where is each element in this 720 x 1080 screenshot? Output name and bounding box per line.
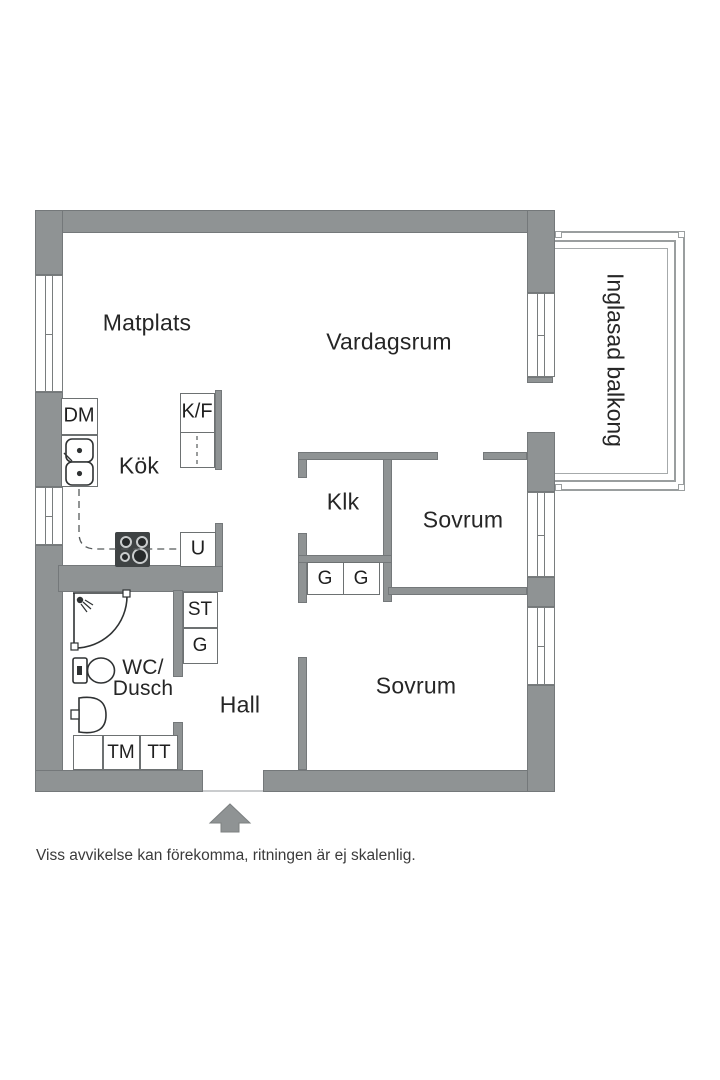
room-label-balkong: Inglasad balkong bbox=[602, 273, 629, 447]
balcony-corner-post bbox=[555, 484, 562, 491]
wall-hall-sovrum bbox=[298, 657, 307, 770]
label-st: ST bbox=[187, 599, 213, 620]
window-tick bbox=[537, 646, 544, 647]
burner bbox=[120, 536, 132, 548]
window-sovrum1 bbox=[527, 492, 555, 577]
label-g1: G bbox=[317, 568, 333, 589]
closet-g-hall-box bbox=[183, 628, 218, 664]
closet-g2-box bbox=[343, 562, 380, 595]
wall-bath-right-a bbox=[173, 590, 183, 677]
wall-klk-left-b bbox=[298, 533, 307, 603]
burner bbox=[136, 536, 148, 548]
window-tick bbox=[537, 534, 544, 536]
balcony-corner-post bbox=[678, 231, 685, 238]
room-label-hall: Hall bbox=[219, 691, 261, 718]
wall-left-2 bbox=[35, 392, 63, 487]
room-label-sovrum2: Sovrum bbox=[375, 672, 457, 699]
window-matplats bbox=[35, 275, 63, 392]
window-sovrum2 bbox=[527, 607, 555, 685]
wc-line2: Dusch bbox=[112, 677, 174, 700]
wall-right-1 bbox=[527, 210, 555, 293]
bath-counter-box bbox=[73, 735, 103, 770]
wall-right-2 bbox=[527, 432, 555, 492]
label-u: U bbox=[190, 537, 206, 560]
balcony-outer-frame bbox=[555, 231, 685, 491]
washer-box bbox=[103, 735, 140, 770]
entrance-arrow bbox=[208, 803, 252, 833]
closet-g1-box bbox=[307, 562, 344, 595]
label-tm: TM bbox=[107, 742, 135, 763]
disclaimer-text: Viss avvikelse kan förekomma, ritningen … bbox=[36, 847, 416, 864]
wall-klk-left-a bbox=[298, 452, 307, 478]
wall-left-1 bbox=[35, 210, 63, 275]
window-kok bbox=[35, 487, 63, 545]
wall-bottom-right bbox=[263, 770, 555, 792]
wall-bottom-left bbox=[35, 770, 203, 792]
balcony-corner-post bbox=[678, 484, 685, 491]
label-tt: TT bbox=[147, 742, 171, 763]
bathroom-sink-icon bbox=[70, 696, 107, 734]
wall-stub-u bbox=[215, 523, 223, 567]
label-g2: G bbox=[353, 568, 369, 589]
window-tick bbox=[45, 516, 52, 517]
wall-right-3 bbox=[527, 577, 555, 607]
wall-stub-kf bbox=[215, 390, 222, 470]
wall-kitchen-bath bbox=[58, 565, 223, 592]
room-label-vardagsrum: Vardagsrum bbox=[326, 328, 452, 355]
toilet-icon bbox=[72, 657, 116, 684]
wall-closet-top bbox=[298, 555, 392, 563]
dryer-box bbox=[140, 735, 178, 770]
window-vardagsrum-balkong bbox=[527, 293, 555, 377]
wall-right-sill bbox=[527, 377, 553, 383]
closet-st-box bbox=[183, 592, 218, 628]
wall-klk-top bbox=[298, 452, 438, 460]
room-label-klk: Klk bbox=[326, 488, 360, 515]
label-g-hall: G bbox=[192, 635, 208, 656]
sink-cabinet-box bbox=[61, 435, 98, 487]
wall-bedroom-divider bbox=[388, 587, 527, 595]
balcony-floor-line bbox=[555, 248, 668, 474]
room-label-matplats: Matplats bbox=[102, 309, 192, 336]
stove bbox=[115, 532, 150, 567]
fridge-freezer-divider bbox=[180, 432, 215, 433]
window-tick bbox=[537, 335, 544, 336]
room-label-wc-dusch: WC/ Dusch bbox=[113, 657, 174, 699]
wall-klk-sovrum bbox=[383, 452, 392, 602]
room-label-sovrum1: Sovrum bbox=[422, 506, 504, 533]
wall-top bbox=[35, 210, 555, 233]
burner bbox=[132, 548, 148, 564]
label-dm: DM bbox=[63, 404, 95, 427]
label-kf: K/F bbox=[181, 400, 213, 423]
wall-bath-right-b bbox=[173, 722, 183, 770]
room-label-kok: Kök bbox=[118, 452, 160, 479]
shower-head-icon bbox=[76, 596, 94, 613]
dishwasher-box bbox=[61, 398, 98, 435]
oven-box bbox=[180, 532, 216, 567]
window-tick bbox=[45, 333, 52, 335]
balcony-corner-post bbox=[555, 231, 562, 238]
balcony-inner-frame bbox=[555, 240, 676, 482]
wc-line1: WC/ bbox=[122, 656, 164, 679]
burner bbox=[120, 552, 130, 562]
shower-icon bbox=[70, 589, 131, 651]
wall-sovrum1-top bbox=[483, 452, 527, 460]
wall-right-4 bbox=[527, 685, 555, 792]
